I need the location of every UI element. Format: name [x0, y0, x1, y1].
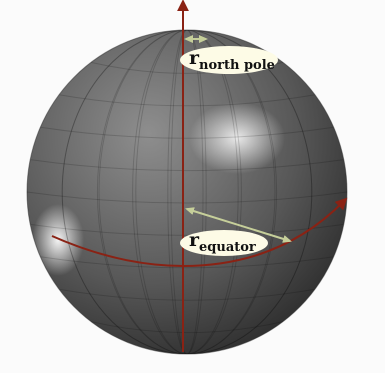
sphere — [26, 29, 348, 355]
equator-arrow — [51, 197, 348, 268]
svg-text:rnorth pole: rnorth pole — [189, 47, 275, 73]
equator-label: requator — [180, 229, 268, 256]
equator-radius-arrow — [185, 207, 292, 243]
svg-text:requator: requator — [189, 229, 256, 255]
north-pole-label: rnorth pole — [180, 46, 278, 74]
